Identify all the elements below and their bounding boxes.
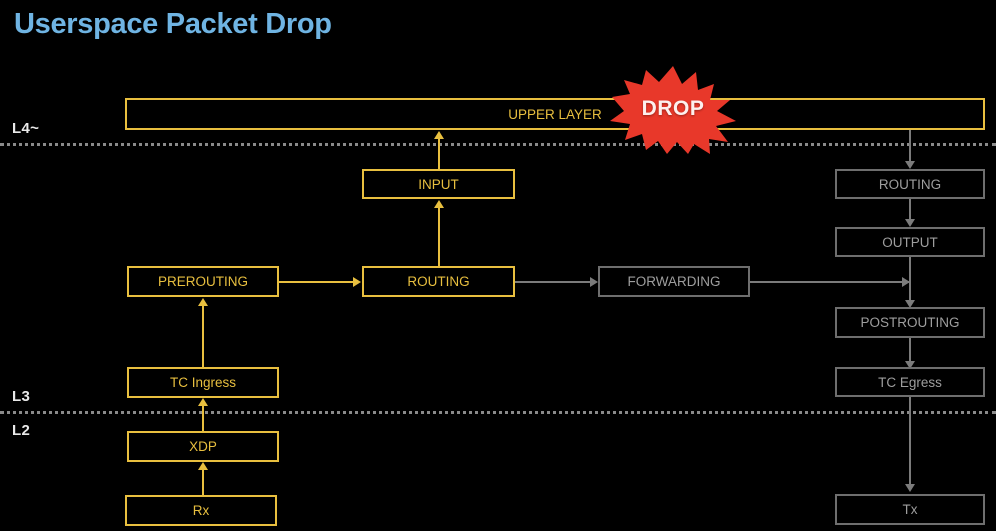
connector-postrouting-to-tc-egress (909, 337, 911, 363)
arrowhead-routing-right-to-output (905, 219, 915, 227)
node-tc-ingress[interactable]: TC Ingress (127, 367, 279, 398)
arrowhead-forwarding-to-egress-column (902, 277, 910, 287)
node-label-input: INPUT (418, 176, 459, 192)
node-label-postrouting: POSTROUTING (860, 315, 960, 330)
node-label-rx: Rx (192, 503, 210, 518)
arrowhead-xdp-to-tc-ingress (198, 398, 208, 406)
node-prerouting[interactable]: PREROUTING (127, 266, 279, 297)
node-input[interactable]: INPUT (362, 169, 515, 199)
node-label-routing-left: ROUTING (407, 274, 470, 289)
node-label-tc-egress: TC Egress (878, 374, 942, 390)
node-tc-egress[interactable]: TC Egress (835, 367, 985, 397)
arrowhead-upper-layer-to-routing-right (905, 161, 915, 169)
connector-upper-layer-to-routing-right (909, 130, 911, 163)
connector-tc-ingress-to-prerouting (202, 304, 204, 368)
node-label-upper-layer: UPPER LAYER (508, 106, 602, 122)
node-label-output: OUTPUT (882, 234, 938, 250)
node-output[interactable]: OUTPUT (835, 227, 985, 257)
node-postrouting[interactable]: POSTROUTING (835, 307, 985, 338)
node-forwarding[interactable]: FORWARDING (598, 266, 750, 297)
layer-label-l3: L3 (12, 388, 31, 405)
connector-output-to-postrouting (909, 256, 911, 302)
arrowhead-postrouting-to-tc-egress (905, 361, 915, 369)
node-label-tx: Tx (902, 502, 918, 517)
node-tx[interactable]: Tx (835, 494, 985, 525)
connector-input-to-upper-layer (438, 137, 440, 169)
layer-label-l4: L4~ (12, 120, 40, 137)
connector-forwarding-to-egress-column (750, 281, 910, 283)
node-rx[interactable]: Rx (125, 495, 277, 526)
starburst-icon (610, 66, 736, 154)
layer-label-l2: L2 (12, 422, 31, 439)
arrowhead-tc-ingress-to-prerouting (198, 298, 208, 306)
node-xdp[interactable]: XDP (127, 431, 279, 462)
arrowhead-routing-to-forwarding (590, 277, 598, 287)
drop-label: DROP (641, 97, 705, 120)
node-label-tc-ingress: TC Ingress (169, 375, 237, 390)
connector-xdp-to-tc-ingress (202, 404, 204, 432)
connector-routing-to-input (438, 206, 440, 267)
connector-rx-to-xdp (202, 468, 204, 496)
connector-routing-to-forwarding (515, 281, 591, 283)
arrowhead-tc-egress-to-tx (905, 484, 915, 492)
layer-divider-l3-l2 (0, 411, 996, 414)
node-label-forwarding: FORWARDING (627, 274, 721, 289)
node-label-routing-right: ROUTING (878, 176, 942, 192)
arrowhead-output-to-postrouting (905, 300, 915, 308)
arrowhead-prerouting-to-routing (353, 277, 361, 287)
node-label-prerouting: PREROUTING (157, 274, 248, 289)
connector-tc-egress-to-tx (909, 396, 911, 486)
arrowhead-routing-to-input (434, 200, 444, 208)
connector-prerouting-to-routing (279, 281, 354, 283)
arrowhead-rx-to-xdp (198, 462, 208, 470)
node-upper-layer[interactable]: UPPER LAYER (125, 98, 985, 130)
page-title: Userspace Packet Drop (14, 8, 332, 40)
layer-divider-l4 (0, 143, 996, 146)
node-routing-left[interactable]: ROUTING (362, 266, 515, 297)
node-routing-right[interactable]: ROUTING (835, 169, 985, 199)
node-label-xdp: XDP (189, 439, 217, 454)
drop-annotation: DROP (608, 64, 738, 154)
connector-routing-right-to-output (909, 198, 911, 220)
arrowhead-input-to-upper-layer (434, 131, 444, 139)
